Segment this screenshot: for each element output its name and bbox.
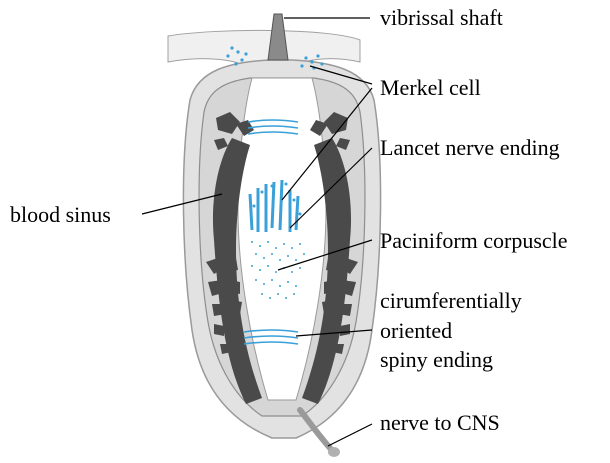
leader-nerve <box>328 424 372 446</box>
vibrissal-shaft <box>268 14 288 60</box>
label-circ-line1: cirumferentially <box>380 288 522 313</box>
label-lancet: Lancet nerve ending <box>380 135 560 160</box>
label-merkel-cell: Merkel cell <box>380 75 481 100</box>
label-circ-line2: oriented <box>380 318 452 343</box>
label-vibrissal-shaft: vibrissal shaft <box>380 5 503 30</box>
label-blood-sinus: blood sinus <box>10 202 111 227</box>
label-paciniform: Paciniform corpuscle <box>380 228 568 253</box>
nerve-end <box>328 447 340 457</box>
label-circ-line3: spiny ending <box>380 347 493 372</box>
label-nerve: nerve to CNS <box>380 410 500 435</box>
